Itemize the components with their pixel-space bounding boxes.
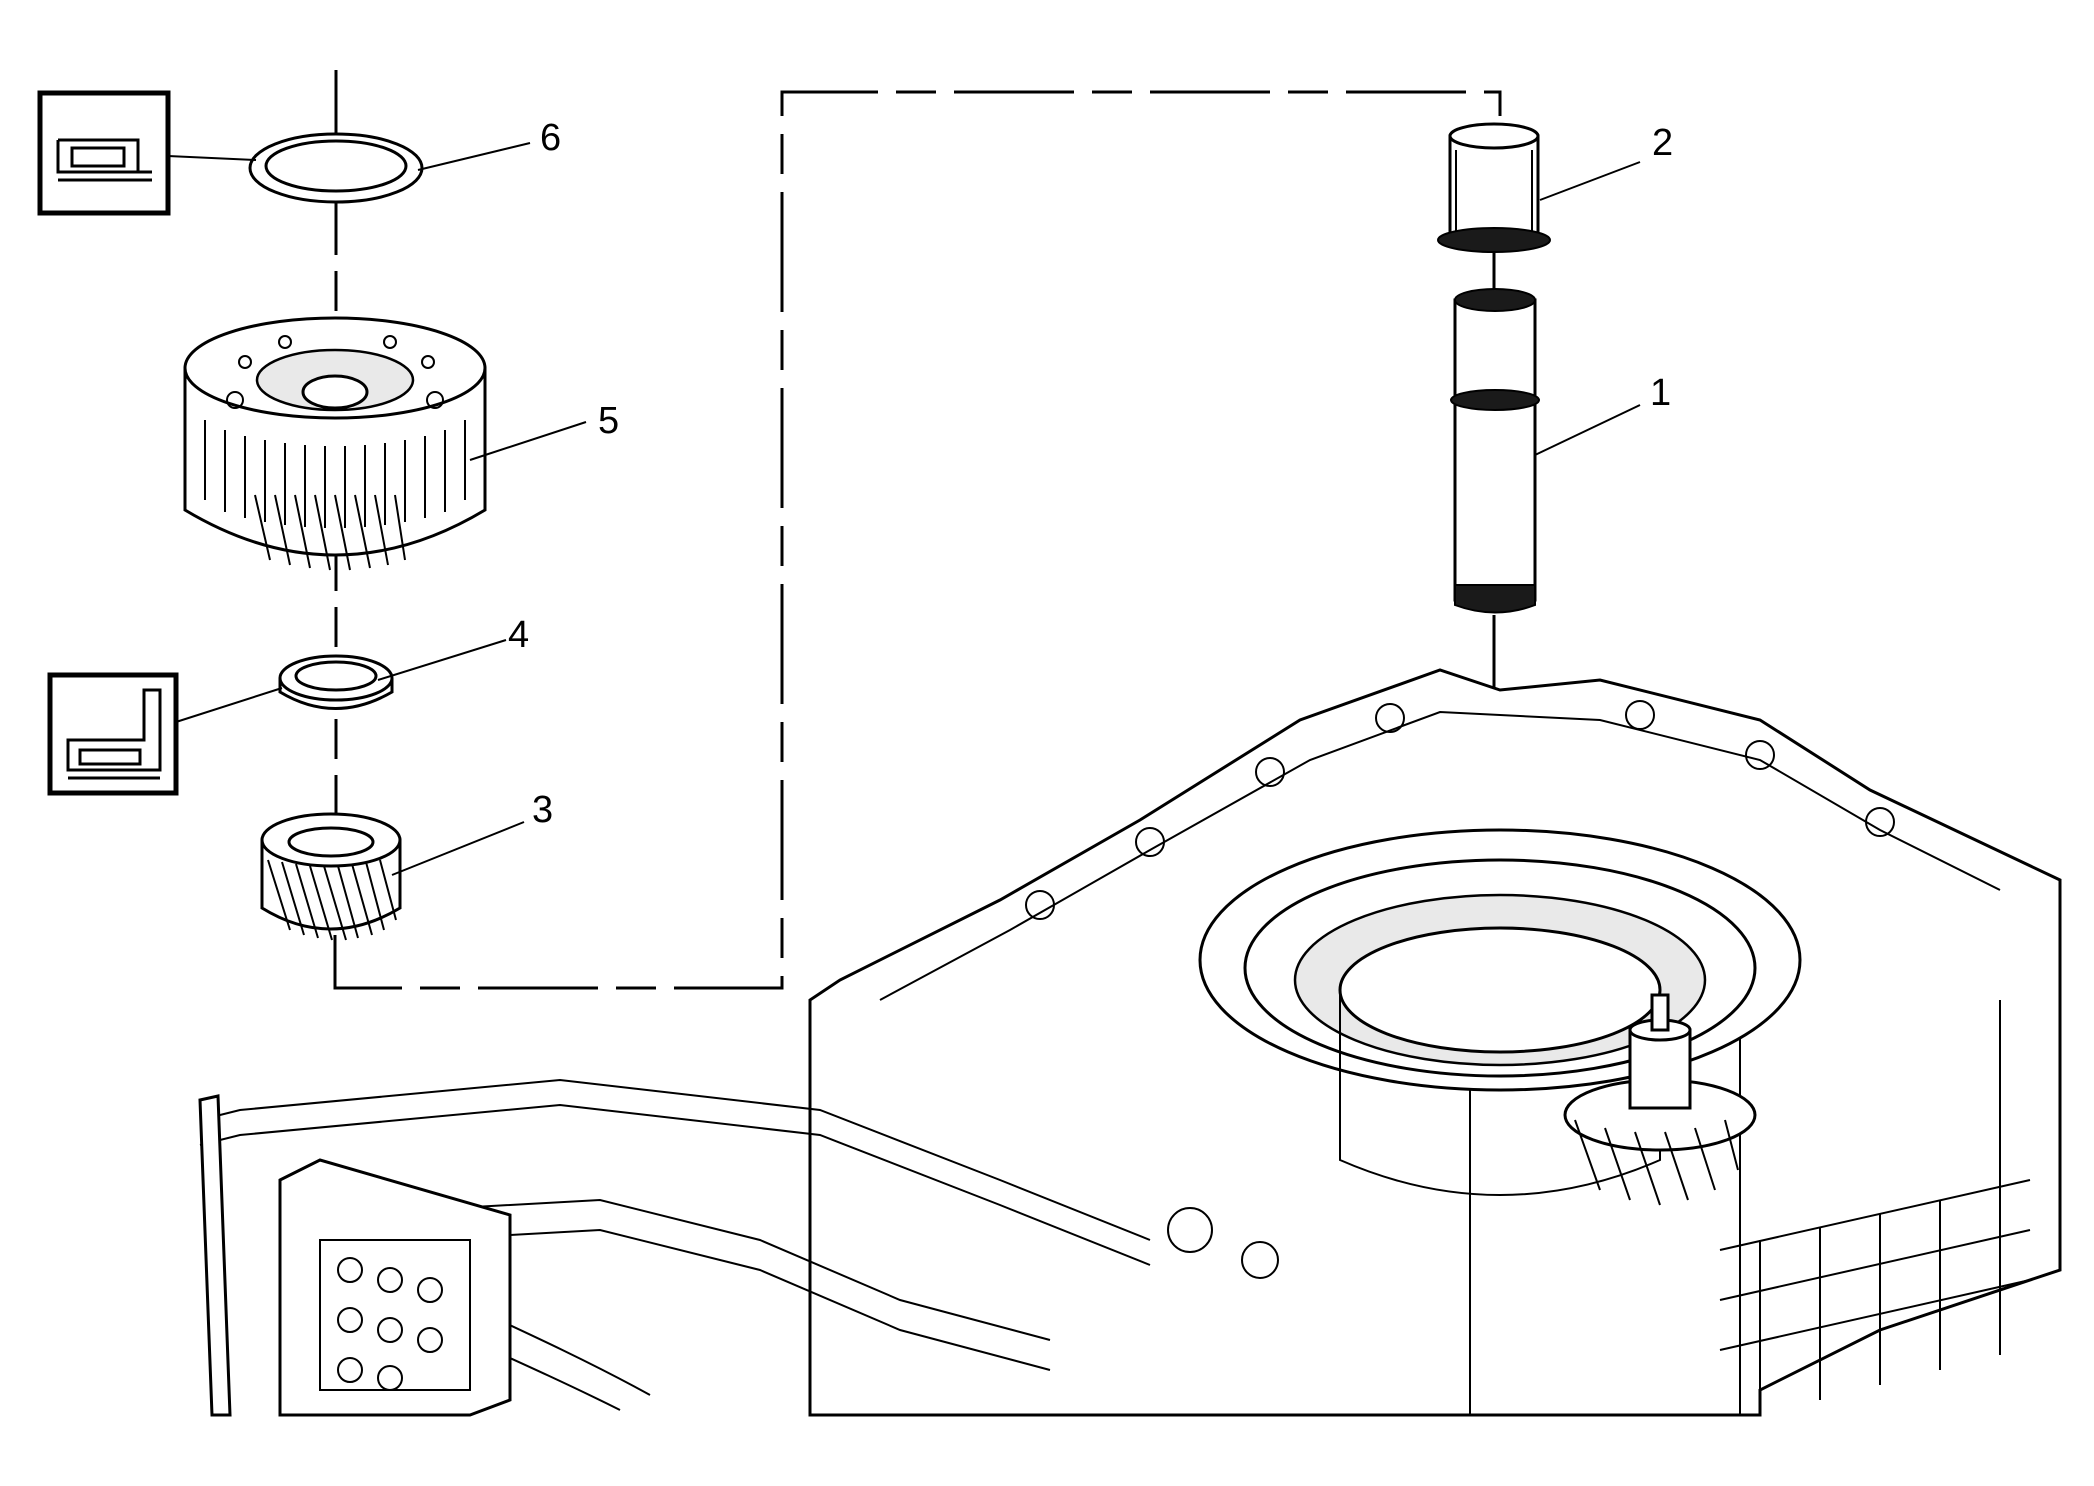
wiring-harness [198,1078,1151,1417]
callout-1: 1 [1650,372,1671,414]
callout-6: 6 [540,117,561,159]
part-2-sleeve [1437,122,1551,253]
leader-lines [377,142,1641,876]
part-3-sun-gear [260,812,402,941]
part-5-carrier-assembly [183,316,487,571]
callout-2: 2 [1652,122,1673,164]
callout-4: 4 [508,614,529,656]
output-gear [1563,993,1757,1206]
case-ribbing [1719,1179,2031,1410]
assembly-path-line [333,90,1502,990]
bearing-orientation-icon [37,90,171,216]
callout-5: 5 [598,400,619,442]
part-4-bearing [278,654,394,710]
part-6-thrust-washer [248,132,424,204]
bearing-orientation-icon [47,672,179,796]
part-1-shaft [1450,288,1540,614]
callout-3: 3 [532,789,553,831]
transmission-case [808,668,2062,1417]
